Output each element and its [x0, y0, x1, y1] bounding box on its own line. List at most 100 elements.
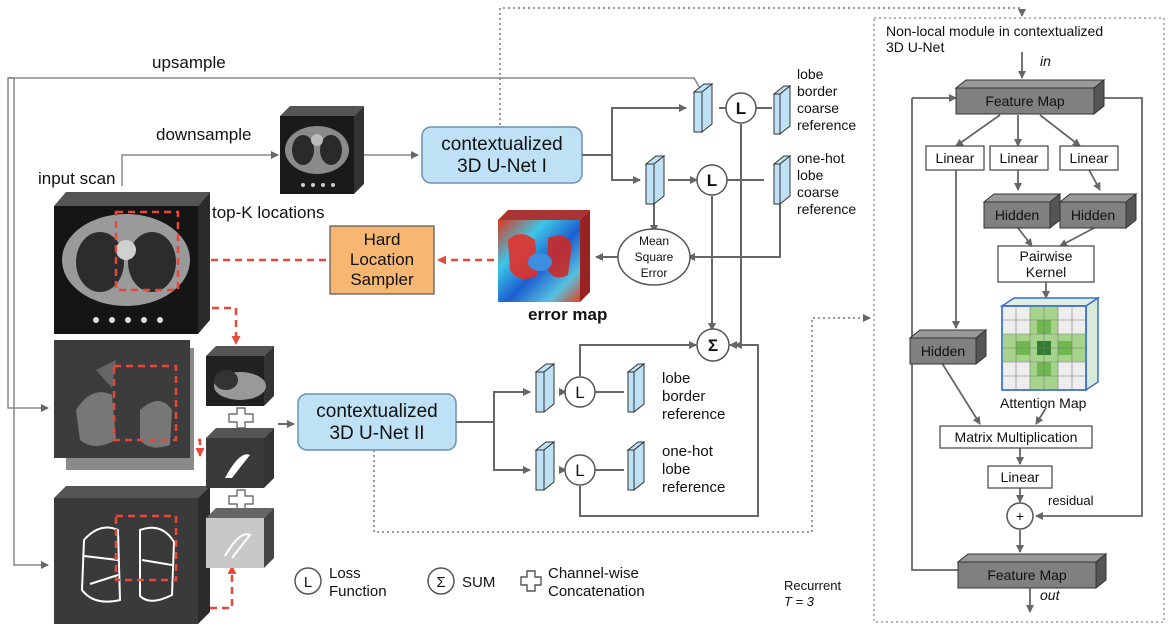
svg-text:Location: Location	[350, 250, 414, 269]
svg-text:Hidden: Hidden	[921, 343, 965, 359]
svg-text:coarse: coarse	[797, 184, 839, 200]
svg-text:Function: Function	[329, 583, 387, 600]
linear-box-3: Linear	[1059, 145, 1119, 171]
nonlocal-lines	[911, 52, 1143, 613]
patch-cube-border	[206, 428, 274, 488]
hidden-box-3: Hidden	[908, 328, 988, 366]
lobe-border-ref-label: lobe border reference	[662, 370, 725, 423]
downsampled-scan-cube	[280, 106, 364, 194]
nonlocal-panel	[873, 17, 1165, 623]
svg-text:Σ: Σ	[708, 336, 718, 355]
svg-text:one-hot: one-hot	[662, 443, 714, 460]
input-scan-label: input scan	[38, 169, 116, 188]
svg-text:border: border	[797, 83, 838, 99]
legend-recurrent: Recurrent T = 3	[784, 578, 841, 609]
svg-text:Feature Map: Feature Map	[985, 93, 1065, 109]
svg-text:Σ: Σ	[436, 574, 445, 591]
svg-text:lobe: lobe	[797, 66, 824, 82]
svg-text:Mean: Mean	[639, 234, 669, 248]
loss-circle-bottom-1: L	[564, 376, 596, 408]
unet-1-line2: 3D U-Net I	[457, 156, 547, 177]
svg-text:contextualized: contextualized	[316, 401, 437, 422]
onehot-coarse-label: one-hot lobe coarse reference	[797, 150, 856, 217]
svg-text:Loss: Loss	[329, 565, 361, 582]
svg-text:Channel-wise: Channel-wise	[548, 565, 639, 582]
svg-text:coarse: coarse	[797, 100, 839, 116]
svg-text:reference: reference	[662, 479, 725, 496]
loss-circle-top-2: L	[696, 164, 728, 196]
top-k-label: top-K locations	[212, 203, 324, 222]
svg-text:L: L	[575, 383, 584, 402]
svg-text:Hard: Hard	[364, 230, 401, 249]
lobe-border-cube	[54, 486, 210, 624]
onehot-ref-label: one-hot lobe reference	[662, 443, 725, 496]
loss-circle-bottom-2: L	[564, 454, 596, 486]
hard-location-sampler: Hard Location Sampler	[329, 225, 435, 295]
error-map-cube	[498, 210, 590, 302]
svg-text:Hidden: Hidden	[995, 207, 1039, 223]
concat-plus-2	[228, 489, 254, 511]
feature-map-top: Feature Map	[954, 78, 1106, 116]
svg-text:L: L	[707, 171, 717, 190]
prediction-slabs	[644, 82, 792, 206]
svg-text:Kernel: Kernel	[1026, 264, 1066, 280]
matmul-box: Matrix Multiplication	[939, 425, 1093, 449]
svg-text:Feature Map: Feature Map	[987, 567, 1067, 583]
prediction-slabs-2	[534, 362, 646, 492]
unet-2-block: contextualized 3D U-Net II	[297, 393, 457, 451]
svg-text:T = 3: T = 3	[784, 594, 815, 609]
linear-box-4: Linear	[987, 465, 1053, 489]
loss-circle-top-1: L	[725, 92, 757, 124]
svg-text:lobe: lobe	[662, 370, 690, 387]
dotted-connectors	[373, 7, 1026, 533]
svg-text:reference: reference	[797, 117, 856, 133]
sum-circle: Σ	[696, 328, 730, 362]
upsample-label: upsample	[152, 53, 226, 72]
residual-add-circle: +	[1006, 502, 1034, 530]
svg-text:L: L	[736, 99, 746, 118]
mse-node: Mean Square Error	[617, 228, 691, 286]
linear-box-2: Linear	[989, 145, 1049, 171]
legend-loss: L Loss Function	[294, 565, 387, 600]
svg-text:lobe: lobe	[797, 167, 824, 183]
downsample-label: downsample	[156, 125, 251, 144]
in-label: in	[1040, 53, 1051, 69]
svg-text:+: +	[1016, 508, 1024, 524]
svg-text:Pairwise: Pairwise	[1020, 248, 1073, 264]
pairwise-kernel-box: Pairwise Kernel	[997, 245, 1095, 283]
hidden-box-1: Hidden	[982, 192, 1062, 230]
unet-1-line1: contextualized	[441, 134, 562, 155]
feature-map-bottom: Feature Map	[956, 552, 1108, 590]
patch-cube-scan	[206, 346, 274, 406]
concat-plus-1	[228, 407, 254, 429]
svg-text:Linear: Linear	[1001, 469, 1040, 485]
attention-map-label: Attention Map	[1000, 395, 1087, 411]
svg-text:3D U-Net: 3D U-Net	[886, 39, 944, 55]
svg-text:reference: reference	[662, 406, 725, 423]
svg-text:Matrix Multiplication: Matrix Multiplication	[955, 429, 1078, 445]
hidden-box-2: Hidden	[1058, 192, 1138, 230]
lobe-segmentation-cube	[54, 340, 194, 470]
error-map-label: error map	[528, 305, 607, 324]
svg-text:Linear: Linear	[1000, 150, 1039, 166]
svg-text:Error: Error	[641, 266, 668, 280]
unet-1-output-lines	[582, 104, 781, 349]
lobe-border-coarse-label: lobe border coarse reference	[797, 66, 856, 133]
upsample-lines	[7, 77, 701, 569]
svg-text:one-hot: one-hot	[797, 150, 845, 166]
unet-1-block: contextualized 3D U-Net I	[421, 126, 583, 184]
svg-text:L: L	[304, 574, 312, 591]
svg-text:SUM: SUM	[462, 574, 495, 591]
svg-text:border: border	[662, 388, 705, 405]
svg-text:L: L	[575, 461, 584, 480]
svg-text:Hidden: Hidden	[1071, 207, 1115, 223]
svg-text:Concatenation: Concatenation	[548, 583, 645, 600]
legend-concat: Channel-wise Concatenation	[520, 565, 645, 600]
svg-text:Linear: Linear	[936, 150, 975, 166]
residual-label: residual	[1048, 493, 1094, 508]
svg-text:Sampler: Sampler	[350, 270, 414, 289]
svg-text:Square: Square	[635, 250, 674, 264]
patch-cube-mask	[206, 508, 274, 568]
nonlocal-title: Non-local module in contextualized 3D U-…	[886, 23, 1103, 55]
attention-map-grid	[999, 296, 1101, 392]
